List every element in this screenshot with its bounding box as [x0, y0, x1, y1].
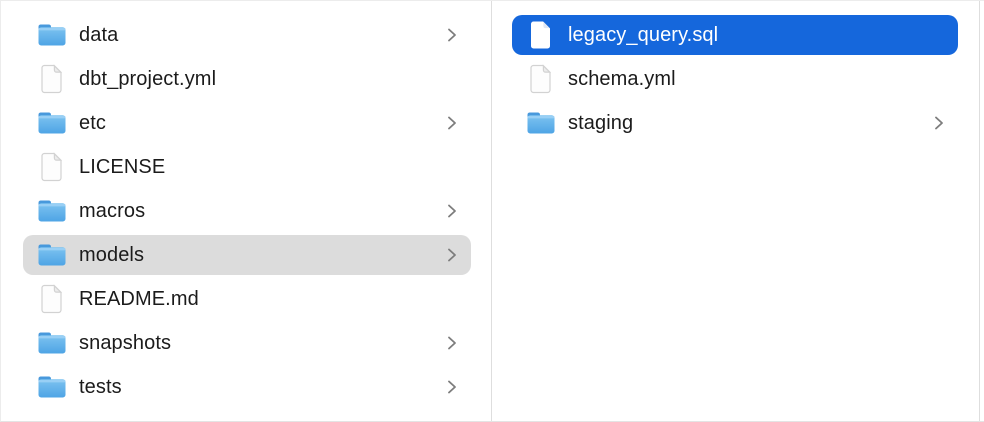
document-icon: [41, 152, 63, 182]
item-label: macros: [79, 199, 146, 222]
list-item-pill[interactable]: schema.yml: [512, 59, 958, 99]
item-icon-slot: [37, 195, 67, 227]
item-label: dbt_project.yml: [79, 67, 217, 90]
list-item-pill[interactable]: tests: [23, 367, 471, 407]
item-icon-slot: [37, 107, 67, 139]
folder-row-staging[interactable]: staging: [492, 101, 979, 145]
list-item-pill[interactable]: dbt_project.yml: [23, 59, 471, 99]
item-label: legacy_query.sql: [568, 23, 719, 46]
item-icon-slot: [37, 19, 67, 51]
file-row-schema-yml[interactable]: schema.yml: [492, 57, 979, 101]
list-item-pill[interactable]: models: [23, 235, 471, 275]
chevron-right-icon: [447, 115, 457, 131]
item-icon-slot: [526, 107, 556, 139]
item-icon-slot: [37, 371, 67, 403]
list-item-pill[interactable]: snapshots: [23, 323, 471, 363]
folder-icon: [38, 24, 66, 46]
folder-icon: [527, 112, 555, 134]
chevron-right-icon: [447, 203, 457, 219]
folder-row-data[interactable]: data: [1, 13, 491, 57]
chevron-right-icon: [934, 115, 944, 131]
item-label: etc: [79, 111, 106, 134]
item-label: staging: [568, 111, 634, 134]
folder-row-snapshots[interactable]: snapshots: [1, 321, 491, 365]
document-icon: [531, 21, 550, 49]
list-item-pill[interactable]: staging: [512, 103, 958, 143]
item-label: models: [79, 243, 145, 266]
folder-icon: [38, 332, 66, 354]
item-icon-slot: [37, 283, 67, 315]
item-icon-slot: [37, 239, 67, 271]
folder-icon: [38, 200, 66, 222]
folder-icon: [38, 376, 66, 398]
chevron-right-icon: [447, 27, 457, 43]
folder-icon: [38, 112, 66, 134]
file-row-legacy-query-sql[interactable]: legacy_query.sql: [492, 13, 979, 57]
chevron-right-icon: [447, 379, 457, 395]
folder-row-etc[interactable]: etc: [1, 101, 491, 145]
item-icon-slot: [37, 327, 67, 359]
item-label: LICENSE: [79, 155, 166, 178]
item-label: data: [79, 23, 119, 46]
file-row-license[interactable]: LICENSE: [1, 145, 491, 189]
finder-column-left: data dbt_project.yml: [1, 1, 492, 421]
document-icon: [41, 284, 63, 314]
folder-icon: [38, 244, 66, 266]
item-label: schema.yml: [568, 67, 676, 90]
item-icon-slot: [37, 151, 67, 183]
list-item-pill[interactable]: macros: [23, 191, 471, 231]
item-label: README.md: [79, 287, 199, 310]
list-item-pill[interactable]: etc: [23, 103, 471, 143]
document-icon: [41, 64, 63, 94]
column-view-margin: [980, 1, 984, 421]
chevron-right-icon: [447, 247, 457, 263]
item-icon-slot: [37, 63, 67, 95]
finder-column-right: legacy_query.sql schema.yml: [492, 1, 980, 421]
folder-row-tests[interactable]: tests: [1, 365, 491, 409]
document-icon: [530, 64, 552, 94]
item-icon-slot: [526, 63, 556, 95]
list-item-pill[interactable]: data: [23, 15, 471, 55]
folder-row-models[interactable]: models: [1, 233, 491, 277]
list-item-pill[interactable]: legacy_query.sql: [512, 15, 958, 55]
list-item-pill[interactable]: LICENSE: [23, 147, 471, 187]
item-icon-slot: [526, 19, 556, 51]
file-row-readme-md[interactable]: README.md: [1, 277, 491, 321]
chevron-right-icon: [447, 335, 457, 351]
item-label: snapshots: [79, 331, 172, 354]
folder-row-macros[interactable]: macros: [1, 189, 491, 233]
list-item-pill[interactable]: README.md: [23, 279, 471, 319]
file-row-dbt-project-yml[interactable]: dbt_project.yml: [1, 57, 491, 101]
item-label: tests: [79, 375, 122, 398]
